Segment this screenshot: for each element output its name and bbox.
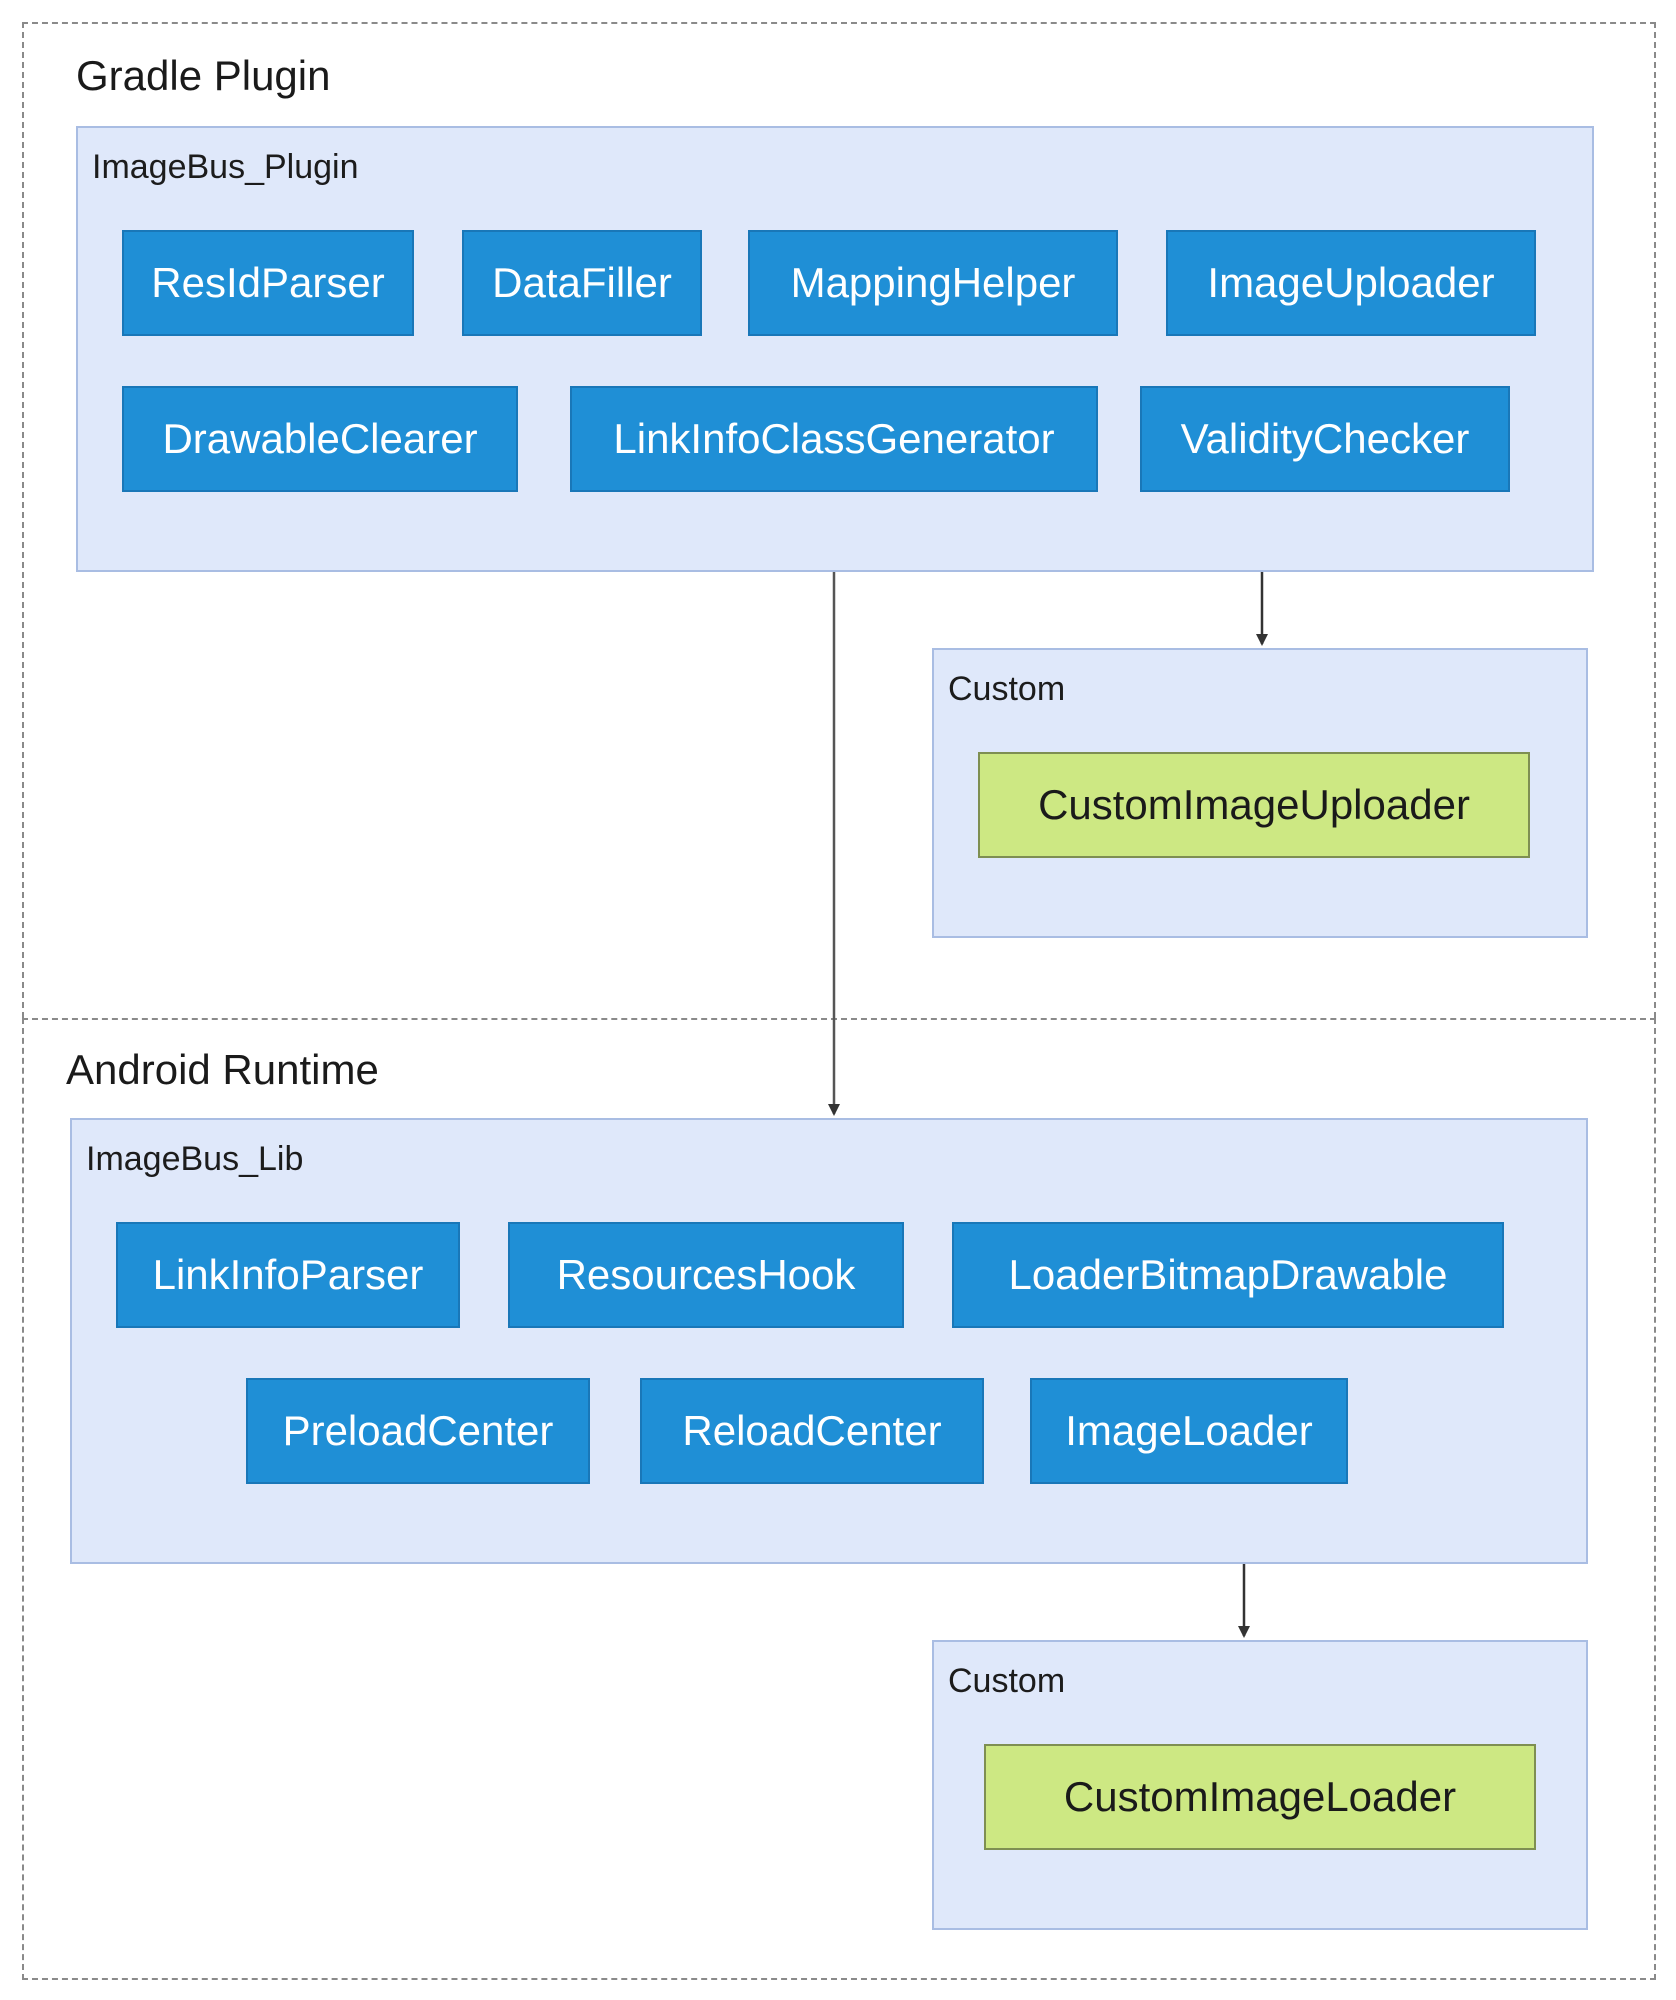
- preload-center-component: PreloadCenter: [246, 1378, 590, 1484]
- resid-parser-component: ResIdParser: [122, 230, 414, 336]
- validity-checker-component: ValidityChecker: [1140, 386, 1510, 492]
- mapping-helper-component: MappingHelper: [748, 230, 1118, 336]
- custom-image-loader-component: CustomImageLoader: [984, 1744, 1536, 1850]
- linkinfo-parser-component: LinkInfoParser: [116, 1222, 460, 1328]
- image-loader-component: ImageLoader: [1030, 1378, 1348, 1484]
- custom-image-uploader-component: CustomImageUploader: [978, 752, 1530, 858]
- imagebus-plugin-group: ImageBus_Plugin: [76, 126, 1594, 572]
- loader-bitmap-drawable-component: LoaderBitmapDrawable: [952, 1222, 1504, 1328]
- android-runtime-region: Android Runtime: [22, 1018, 1656, 1980]
- gradle-plugin-title: Gradle Plugin: [76, 52, 331, 99]
- drawable-clearer-component: DrawableClearer: [122, 386, 518, 492]
- data-filler-component: DataFiller: [462, 230, 702, 336]
- custom-uploader-title: Custom: [948, 670, 1066, 708]
- resources-hook-component: ResourcesHook: [508, 1222, 904, 1328]
- custom-loader-title: Custom: [948, 1662, 1066, 1700]
- imagebus-lib-title: ImageBus_Lib: [86, 1140, 304, 1178]
- android-runtime-title: Android Runtime: [66, 1046, 379, 1093]
- reload-center-component: ReloadCenter: [640, 1378, 984, 1484]
- imagebus-lib-group: ImageBus_Lib: [70, 1118, 1588, 1564]
- linkinfo-class-generator-component: LinkInfoClassGenerator: [570, 386, 1098, 492]
- imagebus-plugin-title: ImageBus_Plugin: [92, 148, 359, 186]
- gradle-plugin-region: Gradle Plugin: [22, 22, 1656, 1018]
- image-uploader-component: ImageUploader: [1166, 230, 1536, 336]
